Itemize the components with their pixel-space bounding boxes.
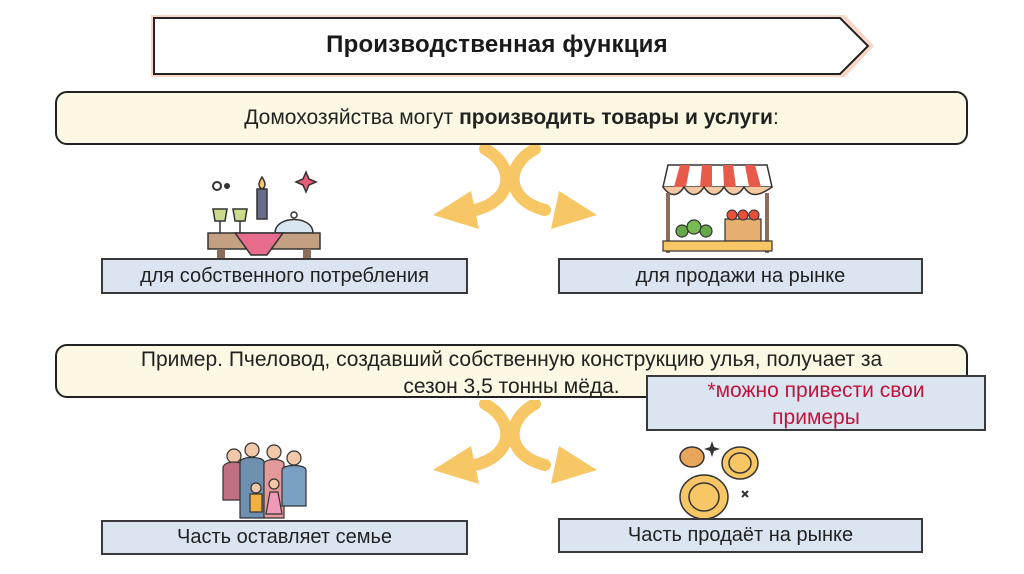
curved-arrow-right-icon: [507, 400, 597, 484]
market-part-label: Часть продаёт на рынке: [558, 518, 923, 553]
own-consumption-label: для собственного потребления: [101, 258, 468, 294]
examples-note: *можно привести свои примеры: [646, 375, 986, 431]
market-sale-label: для продажи на рынке: [558, 258, 923, 294]
intro-prefix: Домохозяйства могут: [244, 106, 454, 129]
intro-suffix: :: [772, 106, 779, 129]
coins-icon: [679, 441, 759, 520]
family-icon: [222, 442, 307, 519]
example-line-2: сезон 3,5 тонны мёда.: [403, 375, 620, 398]
intro-statement: Домохозяйства могут производить товары и…: [55, 91, 968, 145]
curved-arrow-left-icon: [433, 400, 513, 484]
note-line-2: примеры: [772, 406, 860, 429]
family-part-label: Часть оставляет семье: [101, 520, 468, 555]
dinner-table-icon: [207, 170, 321, 259]
title-banner: [151, 15, 874, 77]
curved-arrow-left-icon: [433, 145, 513, 229]
note-line-1: *можно привести свои: [707, 379, 925, 402]
split-arrows-top: [433, 145, 597, 229]
page-title: Производственная функция: [326, 31, 668, 58]
intro-bold: производить товары и услуги: [459, 106, 773, 129]
split-arrows-bottom: [433, 400, 597, 484]
market-stall-icon: [662, 164, 773, 253]
curved-arrow-right-icon: [507, 145, 597, 229]
example-line-1: Пример. Пчеловод, создавший собственную …: [140, 348, 883, 371]
